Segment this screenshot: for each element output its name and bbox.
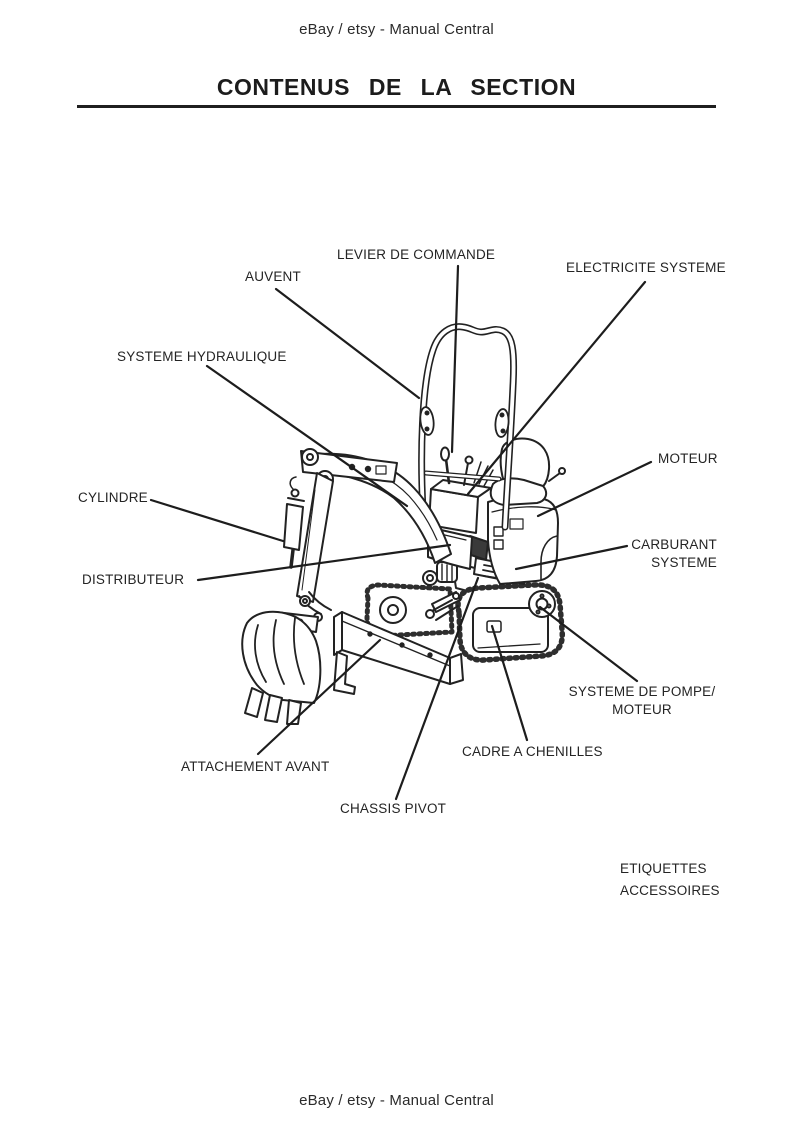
bucket-tooth [264, 694, 283, 723]
engine-cover [487, 495, 559, 585]
label-attachement-avant: ATTACHEMENT AVANT [181, 759, 330, 774]
bucket [241, 610, 322, 725]
title-rule [77, 105, 716, 108]
leader-moteur [536, 460, 653, 518]
control-lever [440, 446, 450, 462]
leader-chassis-pivot [394, 576, 480, 801]
label-accessoires: ACCESSOIRES [620, 883, 720, 898]
dipper-arm [296, 472, 334, 603]
label-systeme-de-pompe-moteur: SYSTEME DE POMPE/ MOTEUR [568, 684, 716, 717]
dozer-blade [333, 591, 464, 695]
section-title: CONTENUS DE LA SECTION [216, 74, 577, 100]
excavator-illustration [241, 323, 566, 725]
arm-cylinder [283, 476, 305, 569]
blade-linkage [425, 591, 461, 621]
label-electricite-systeme: ELECTRICITE SYSTEME [566, 260, 726, 275]
label-cylindre: CYLINDRE [78, 490, 148, 505]
page-footer: eBay / etsy - Manual Central [299, 1092, 494, 1109]
label-cadre-a-chenilles: CADRE A CHENILLES [462, 744, 603, 759]
leader-levier-de-commande [450, 264, 460, 454]
label-distributeur: DISTRIBUTEUR [82, 572, 185, 587]
label-carburant-systeme: CARBURANT SYSTEME [631, 537, 717, 570]
label-moteur: MOTEUR [658, 451, 718, 466]
page-header: eBay / etsy - Manual Central [299, 21, 494, 38]
control-console [428, 446, 494, 534]
leader-cylindre [149, 498, 285, 543]
leader-systeme-de-pompe [538, 605, 639, 683]
leader-attachement-avant [256, 638, 382, 756]
drive-sprocket [528, 590, 556, 618]
label-chassis-pivot: CHASSIS PIVOT [340, 801, 447, 816]
label-systeme-hydraulique: SYSTEME HYDRAULIQUE [117, 349, 287, 364]
label-etiquettes: ETIQUETTES [620, 861, 707, 876]
canopy-frame [418, 323, 518, 531]
label-levier-de-commande: LEVIER DE COMMANDE [337, 247, 496, 262]
leader-auvent [274, 287, 421, 400]
label-auvent: AUVENT [245, 269, 301, 284]
track-frame [455, 582, 565, 663]
leader-electricite-systeme [466, 280, 647, 496]
bucket-tooth [244, 687, 264, 718]
leader-lines [149, 264, 653, 801]
leader-systeme-hydraulique [205, 364, 409, 508]
seat [489, 437, 566, 506]
bucket-linkage [298, 591, 332, 622]
leader-cadre-a-chenilles [490, 624, 529, 742]
leader-carburant-systeme [514, 544, 629, 571]
leader-distributeur [196, 543, 452, 582]
